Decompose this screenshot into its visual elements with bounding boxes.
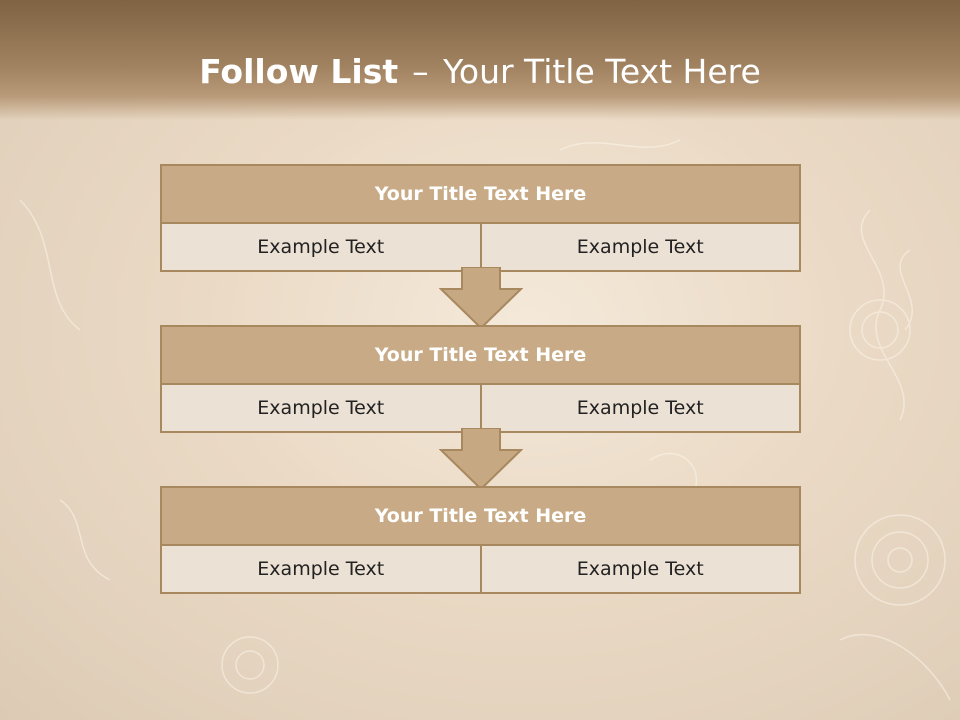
step-block-3: Your Title Text Here Example Text Exampl… (160, 486, 801, 594)
step-row: Example Text Example Text (162, 546, 799, 592)
step-block-1: Your Title Text Here Example Text Exampl… (160, 164, 801, 272)
step-left-text: Example Text (257, 558, 385, 580)
step-row: Example Text Example Text (162, 224, 799, 270)
step-block-2: Your Title Text Here Example Text Exampl… (160, 325, 801, 433)
title-separator: – (412, 52, 429, 91)
step-left-text: Example Text (257, 236, 385, 258)
step-title: Your Title Text Here (162, 166, 799, 224)
step-left-text: Example Text (257, 397, 385, 419)
step-right-text: Example Text (479, 385, 800, 431)
header-band (0, 0, 960, 120)
down-arrow-icon (439, 428, 523, 490)
step-title: Your Title Text Here (162, 327, 799, 385)
step-title: Your Title Text Here (162, 488, 799, 546)
step-right-text: Example Text (479, 224, 800, 270)
title-rest: Your Title Text Here (443, 52, 761, 91)
step-right-text: Example Text (479, 546, 800, 592)
slide-title: Follow List– Your Title Text Here (0, 52, 960, 91)
step-row: Example Text Example Text (162, 385, 799, 431)
down-arrow-icon (439, 267, 523, 329)
title-bold: Follow List (199, 52, 399, 91)
